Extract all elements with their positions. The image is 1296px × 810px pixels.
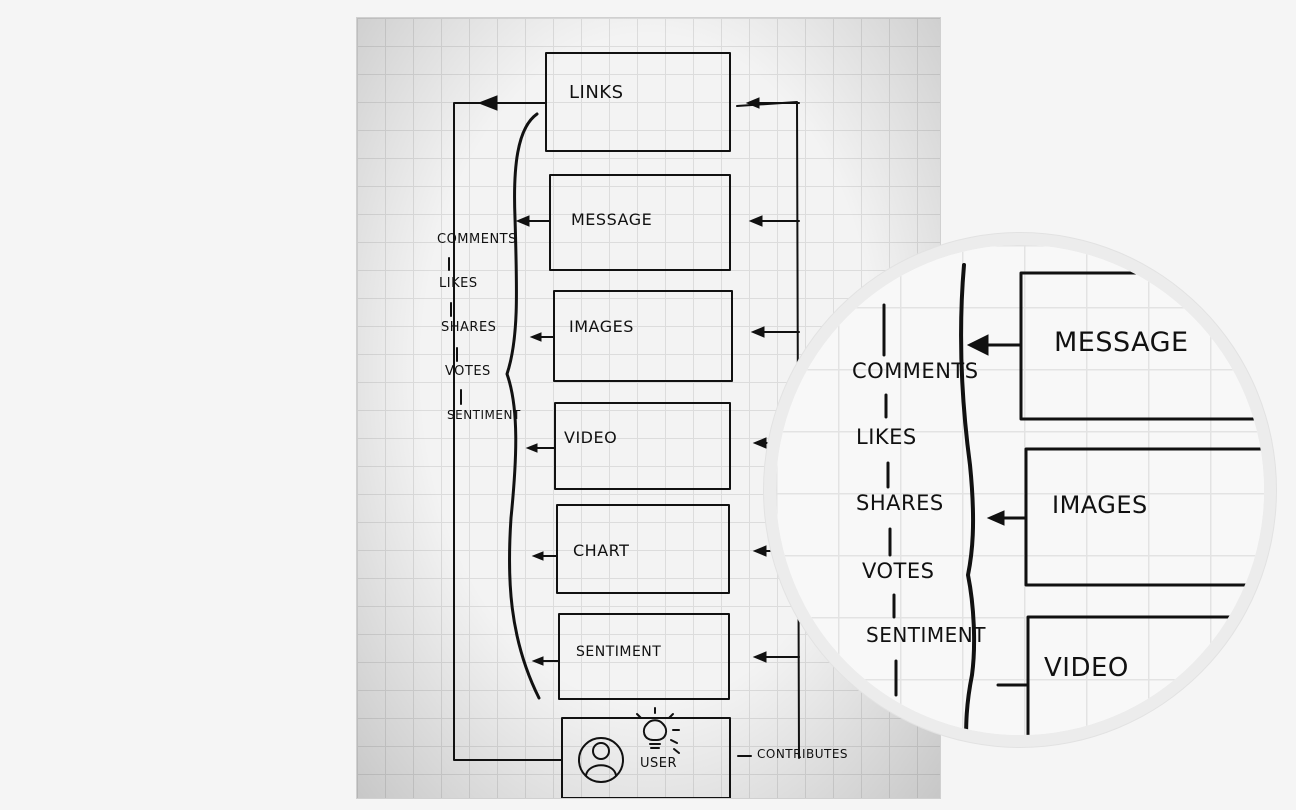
interaction-votes: VOTES: [445, 364, 491, 379]
links-label: LINKS: [569, 82, 624, 103]
chart-box: [556, 504, 730, 594]
video-box: [554, 402, 731, 490]
zoom-interaction-comments: COMMENTS: [852, 359, 979, 383]
message-box: [549, 174, 731, 271]
user-box: [561, 717, 731, 798]
interaction-comments: COMMENTS: [437, 232, 517, 247]
zoom-interaction-votes: VOTES: [862, 559, 935, 583]
zoom-lines: [882, 263, 1264, 735]
interaction-shares: SHARES: [441, 320, 497, 335]
sentiment-box-label: SENTIMENT: [576, 644, 662, 660]
sentiment-box: [558, 613, 730, 700]
diagram-lines: [448, 52, 800, 798]
zoom-message-label: MESSAGE: [1054, 327, 1189, 358]
message-label: MESSAGE: [571, 210, 653, 229]
zoom-interaction-likes: LIKES: [856, 425, 917, 449]
contributes-label: CONTRIBUTES: [757, 747, 849, 761]
interaction-sentiment: SENTIMENT: [447, 408, 521, 422]
zoom-interaction-shares: SHARES: [856, 491, 944, 515]
zoom-content: MESSAGE IMAGES VIDEO COMMENTS LIKES SHAR…: [776, 245, 1264, 735]
user-avatar-icon: [578, 737, 624, 783]
zoom-video-label: VIDEO: [1044, 653, 1129, 683]
zoom-interaction-sentiment: SENTIMENT: [866, 623, 986, 647]
chart-label: CHART: [573, 541, 630, 560]
lightbulb-icon: [636, 707, 680, 754]
zoom-video-box: [1026, 615, 1264, 735]
interaction-likes: LIKES: [439, 276, 478, 291]
video-label: VIDEO: [564, 428, 618, 447]
images-label: IMAGES: [569, 317, 634, 336]
images-box: [553, 290, 733, 382]
zoom-lens: MESSAGE IMAGES VIDEO COMMENTS LIKES SHAR…: [776, 245, 1264, 735]
user-label: USER: [640, 756, 678, 771]
zoom-images-label: IMAGES: [1052, 491, 1148, 519]
